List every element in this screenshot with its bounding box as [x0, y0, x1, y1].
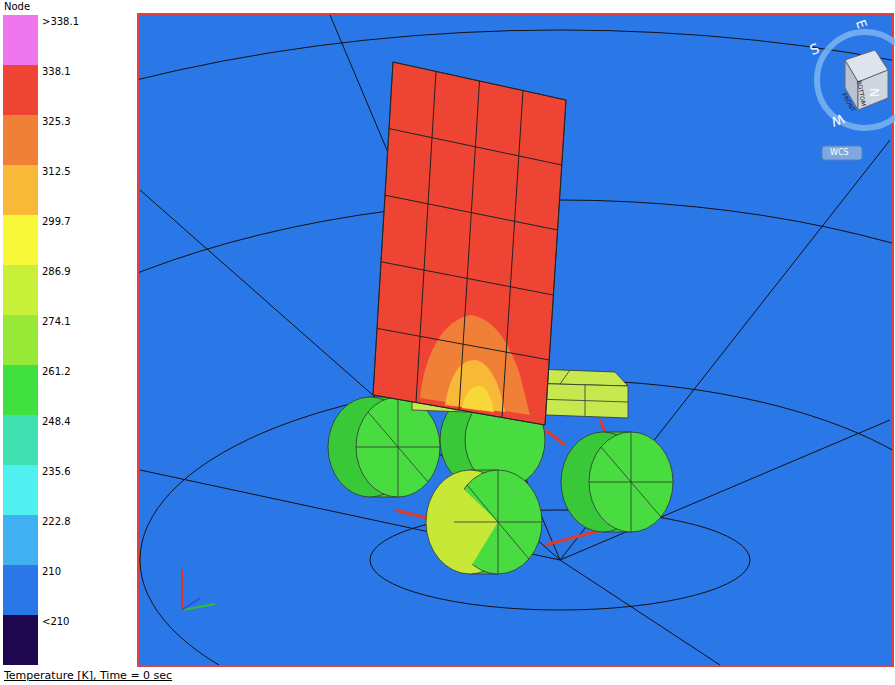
- wheel: [328, 393, 673, 574]
- legend-swatch: [3, 415, 38, 465]
- legend-value: 299.7: [42, 217, 71, 227]
- legend-value: >338.1: [42, 17, 79, 27]
- legend-swatch: [3, 65, 38, 115]
- legend-value: 274.1: [42, 317, 71, 327]
- legend-swatch: [3, 115, 38, 165]
- legend-title: Node: [4, 2, 30, 12]
- legend-value: 338.1: [42, 67, 71, 77]
- legend-value: 261.2: [42, 367, 71, 377]
- ground-grid: [139, 15, 892, 665]
- legend-value: 235.6: [42, 467, 71, 477]
- legend-swatch: [3, 565, 38, 615]
- caption: Temperature [K], Time = 0 sec: [4, 670, 172, 681]
- legend-swatch: [3, 615, 38, 665]
- legend-swatch: [3, 465, 38, 515]
- view-cube-label: N: [868, 88, 880, 97]
- legend-value: 248.4: [42, 417, 71, 427]
- legend-swatch: [3, 265, 38, 315]
- legend-value: 325.3: [42, 117, 71, 127]
- viewport: [138, 14, 893, 666]
- legend-value: 312.5: [42, 167, 71, 177]
- legend-swatch: [3, 165, 38, 215]
- legend-swatch: [3, 315, 38, 365]
- legend-swatch: [3, 15, 38, 65]
- legend-swatch: [3, 365, 38, 415]
- legend-value: <210: [42, 617, 69, 627]
- legend-value: 210: [42, 567, 61, 577]
- view-cube-label: WCS: [830, 149, 849, 157]
- legend-value: 286.9: [42, 267, 71, 277]
- view-cube: [817, 32, 895, 160]
- legend-value: 222.8: [42, 517, 71, 527]
- solar-panel: [373, 62, 566, 425]
- legend-swatch: [3, 215, 38, 265]
- legend-swatch: [3, 515, 38, 565]
- axis-triad: [182, 570, 215, 610]
